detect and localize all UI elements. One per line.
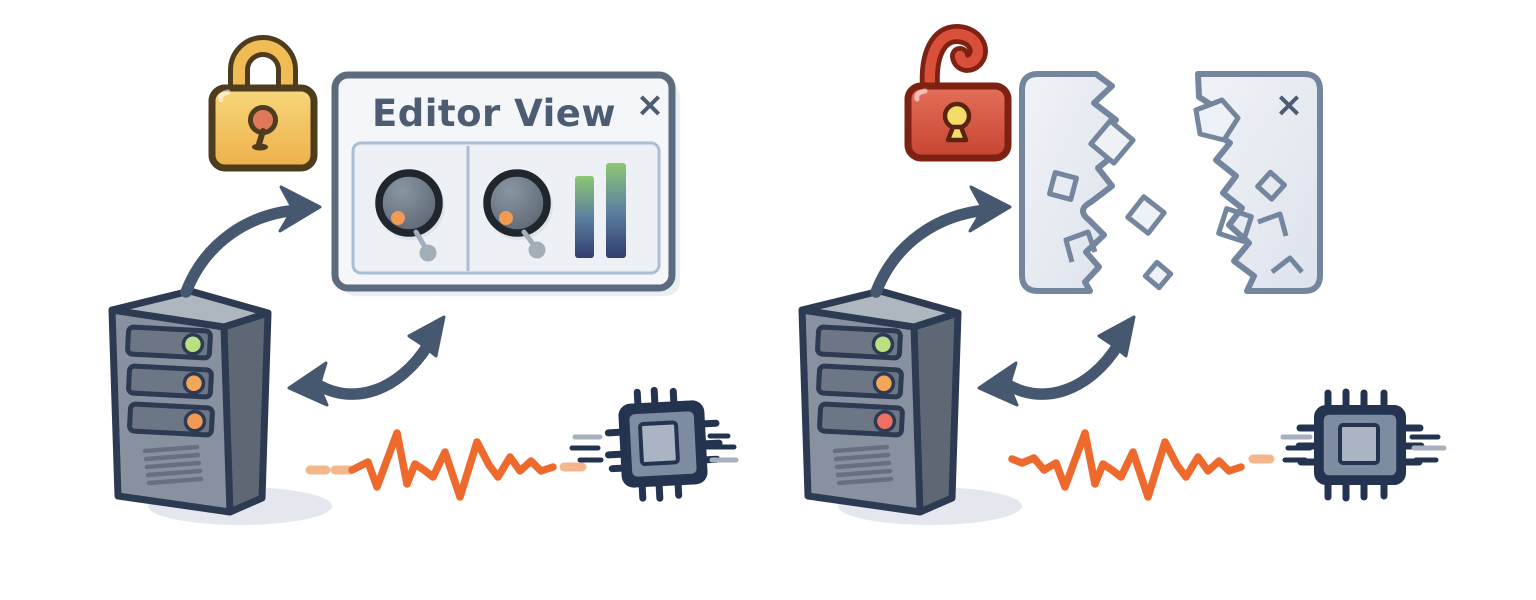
knob-indicator-dot	[499, 211, 513, 225]
signal-wave	[348, 429, 557, 501]
signal-waveform	[305, 429, 587, 501]
arrows-right	[870, 185, 1136, 407]
glass-fragment	[1193, 97, 1241, 143]
padlock-gloss	[914, 88, 928, 102]
drive-bay-2	[126, 363, 214, 400]
arrowhead-left	[287, 361, 329, 407]
knob-stem	[521, 229, 536, 247]
server-icon	[798, 287, 962, 516]
padlock-shackle	[233, 40, 293, 103]
padlock-shackle-open	[924, 28, 984, 93]
left-scene: Editor View ×	[108, 35, 739, 525]
keyhole-base	[252, 143, 268, 151]
led-orange	[182, 372, 206, 395]
glass-fragment	[1216, 206, 1254, 244]
arrowhead-right	[1097, 315, 1136, 358]
arrowhead-right	[407, 315, 446, 358]
knob-right	[483, 169, 553, 259]
level-bar-2	[606, 163, 626, 258]
knob-left	[375, 169, 445, 262]
chip-pins	[604, 386, 723, 502]
knob-dial	[483, 169, 551, 237]
server-vents	[832, 444, 894, 486]
right-scene: ×	[798, 24, 1447, 525]
drive-bay-3	[127, 401, 215, 438]
glass-fragment	[1047, 170, 1079, 202]
close-icon: ×	[636, 85, 665, 125]
cpu-chip-icon	[1280, 388, 1447, 502]
glass-fragment	[1142, 259, 1174, 291]
knob-stem-ball	[419, 244, 437, 262]
server-top-face	[802, 291, 958, 327]
glass-fragment	[1257, 211, 1289, 237]
glass-fragment	[1270, 255, 1304, 274]
arrowhead	[278, 185, 322, 233]
broken-window: ×	[1019, 71, 1323, 294]
drive-bay-2	[816, 363, 904, 400]
server-top-face	[112, 291, 268, 327]
editor-window: Editor View ×	[331, 71, 680, 296]
sync-arrow	[287, 315, 446, 407]
level-bar-1	[575, 176, 594, 258]
chip-die	[1338, 423, 1380, 465]
sync-arrow	[977, 315, 1136, 407]
close-icon: ×	[1275, 85, 1304, 125]
glass-fragment	[1063, 229, 1098, 263]
arrowhead	[968, 185, 1012, 233]
knob-stem	[413, 229, 428, 250]
glass-fragment	[1255, 169, 1287, 202]
arrowhead-left	[977, 361, 1019, 407]
level-bars	[575, 163, 626, 258]
broken-window-left-half	[1019, 71, 1122, 294]
knob-stem-ball	[528, 241, 546, 259]
upload-arrow	[180, 185, 322, 298]
knob-indicator-dot	[391, 211, 405, 225]
keyhole-stem	[945, 124, 969, 143]
keyhole-stem	[256, 128, 266, 147]
server-side-face	[914, 313, 958, 512]
keyhole-icon	[942, 101, 972, 131]
drive-bay-3	[817, 401, 905, 438]
window-title: Editor View	[372, 92, 616, 135]
led-green	[871, 333, 895, 356]
drive-bay-1	[125, 324, 213, 361]
led-green	[181, 333, 205, 356]
server-side-face	[224, 313, 268, 512]
led-red	[873, 410, 897, 433]
signal-wave	[1008, 429, 1245, 501]
led-orange-2	[183, 410, 207, 433]
chip-die	[638, 420, 680, 466]
upload-arrow	[870, 185, 1012, 298]
led-orange	[872, 372, 896, 395]
cpu-chip-icon	[569, 386, 739, 502]
server-vents	[142, 444, 204, 486]
drive-bay-1	[815, 324, 903, 361]
server-icon	[108, 287, 272, 516]
knob-dial	[375, 169, 443, 237]
unlocked-padlock-icon	[904, 24, 1012, 162]
glass-fragment	[1125, 194, 1167, 236]
glass-fragment	[1088, 118, 1136, 166]
signal-waveform	[1008, 429, 1275, 501]
locked-padlock-icon	[208, 35, 318, 172]
padlock-gloss	[218, 89, 231, 103]
